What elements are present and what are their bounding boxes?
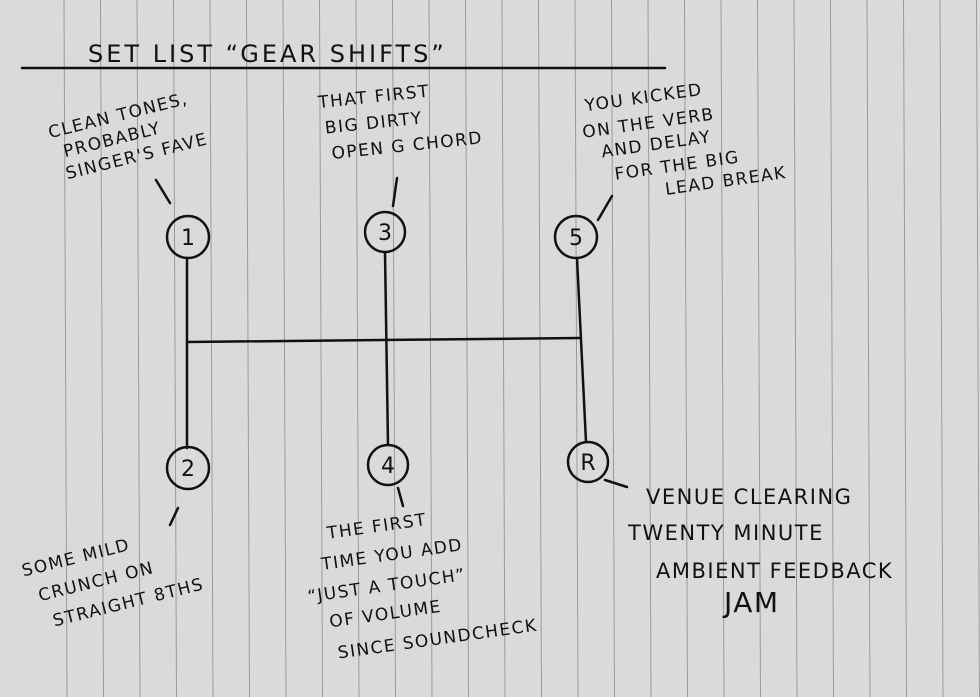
paper-rule-line <box>611 0 615 697</box>
gate-5-r <box>575 256 588 444</box>
svg-text:OF VOLUME: OF VOLUME <box>328 597 443 633</box>
note-gear-3: THAT FIRST BIG DIRTY OPEN G CHORD <box>316 82 484 164</box>
paper-rule-line <box>392 0 396 697</box>
gear-4-label: 4 <box>381 454 395 479</box>
gear-2-label: 2 <box>181 457 195 482</box>
gear-3-label: 3 <box>378 221 392 246</box>
svg-text:BIG DIRTY: BIG DIRTY <box>324 108 424 138</box>
paper-rule-line <box>319 0 323 697</box>
paper-rule-line <box>538 0 542 697</box>
paper-rule-line <box>246 0 250 697</box>
paper-rule-line <box>100 0 104 697</box>
gear-5-label: 5 <box>569 226 583 251</box>
paper-rule-line <box>355 0 360 697</box>
paper-rule-line <box>976 0 980 697</box>
note-gear-r: VENUE CLEARING TWENTY MINUTE AMBIENT FEE… <box>627 485 893 619</box>
gear-r-circle <box>566 440 610 484</box>
svg-text:THE FIRST: THE FIRST <box>325 510 428 544</box>
svg-text:AMBIENT FEEDBACK: AMBIENT FEEDBACK <box>656 559 893 583</box>
paper-rule-line <box>63 0 68 697</box>
paper-rule-line <box>793 0 798 697</box>
svg-text:TWENTY MINUTE: TWENTY MINUTE <box>627 521 824 545</box>
gear-2-circle <box>165 445 211 491</box>
paper-rule-line <box>757 0 761 697</box>
gear-r-label: R <box>580 451 595 476</box>
gear-1-circle <box>165 214 211 260</box>
paper-rule-line <box>720 0 725 697</box>
paper-rule-line <box>684 0 688 697</box>
gear-3-circle <box>363 210 407 254</box>
paper-rule-line <box>209 0 214 697</box>
paper-rule-line <box>866 0 871 697</box>
gate-3-4 <box>383 251 390 447</box>
paper-rule-lines <box>63 0 980 697</box>
note-gear-1: CLEAN TONES, PROBABLY SINGER'S FAVE <box>46 89 210 184</box>
page-title: SET LIST “GEAR SHIFTS” <box>88 40 447 68</box>
note-gear-4: THE FIRST TIME YOU ADD “JUST A TOUCH” OF… <box>306 510 538 663</box>
gear-4-circle <box>366 443 410 487</box>
paper-rule-line <box>465 0 469 697</box>
paper-rule-line <box>574 0 579 697</box>
paper-rule-line <box>647 0 652 697</box>
note-gear-2: SOME MILD CRUNCH ON STRAIGHT 8THS <box>20 535 206 631</box>
gear-5-circle <box>553 214 599 260</box>
paper-rule-line <box>136 0 141 697</box>
shift-pattern: 1 3 5 2 4 R <box>154 176 629 527</box>
paper-rule-line <box>282 0 287 697</box>
paper-rule-line <box>903 0 907 697</box>
note-gear-5: YOU KICKED ON THE VERB AND DELAY FOR THE… <box>581 80 788 200</box>
paper-rule-line <box>939 0 944 697</box>
gear-1-label: 1 <box>181 226 195 251</box>
svg-text:JAM: JAM <box>722 586 780 619</box>
paper-rule-line <box>830 0 834 697</box>
svg-text:VENUE CLEARING: VENUE CLEARING <box>646 485 852 509</box>
paper-rule-line <box>428 0 433 697</box>
paper-rule-line <box>501 0 506 697</box>
neutral-bar <box>185 336 582 344</box>
paper-rule-line <box>173 0 177 697</box>
